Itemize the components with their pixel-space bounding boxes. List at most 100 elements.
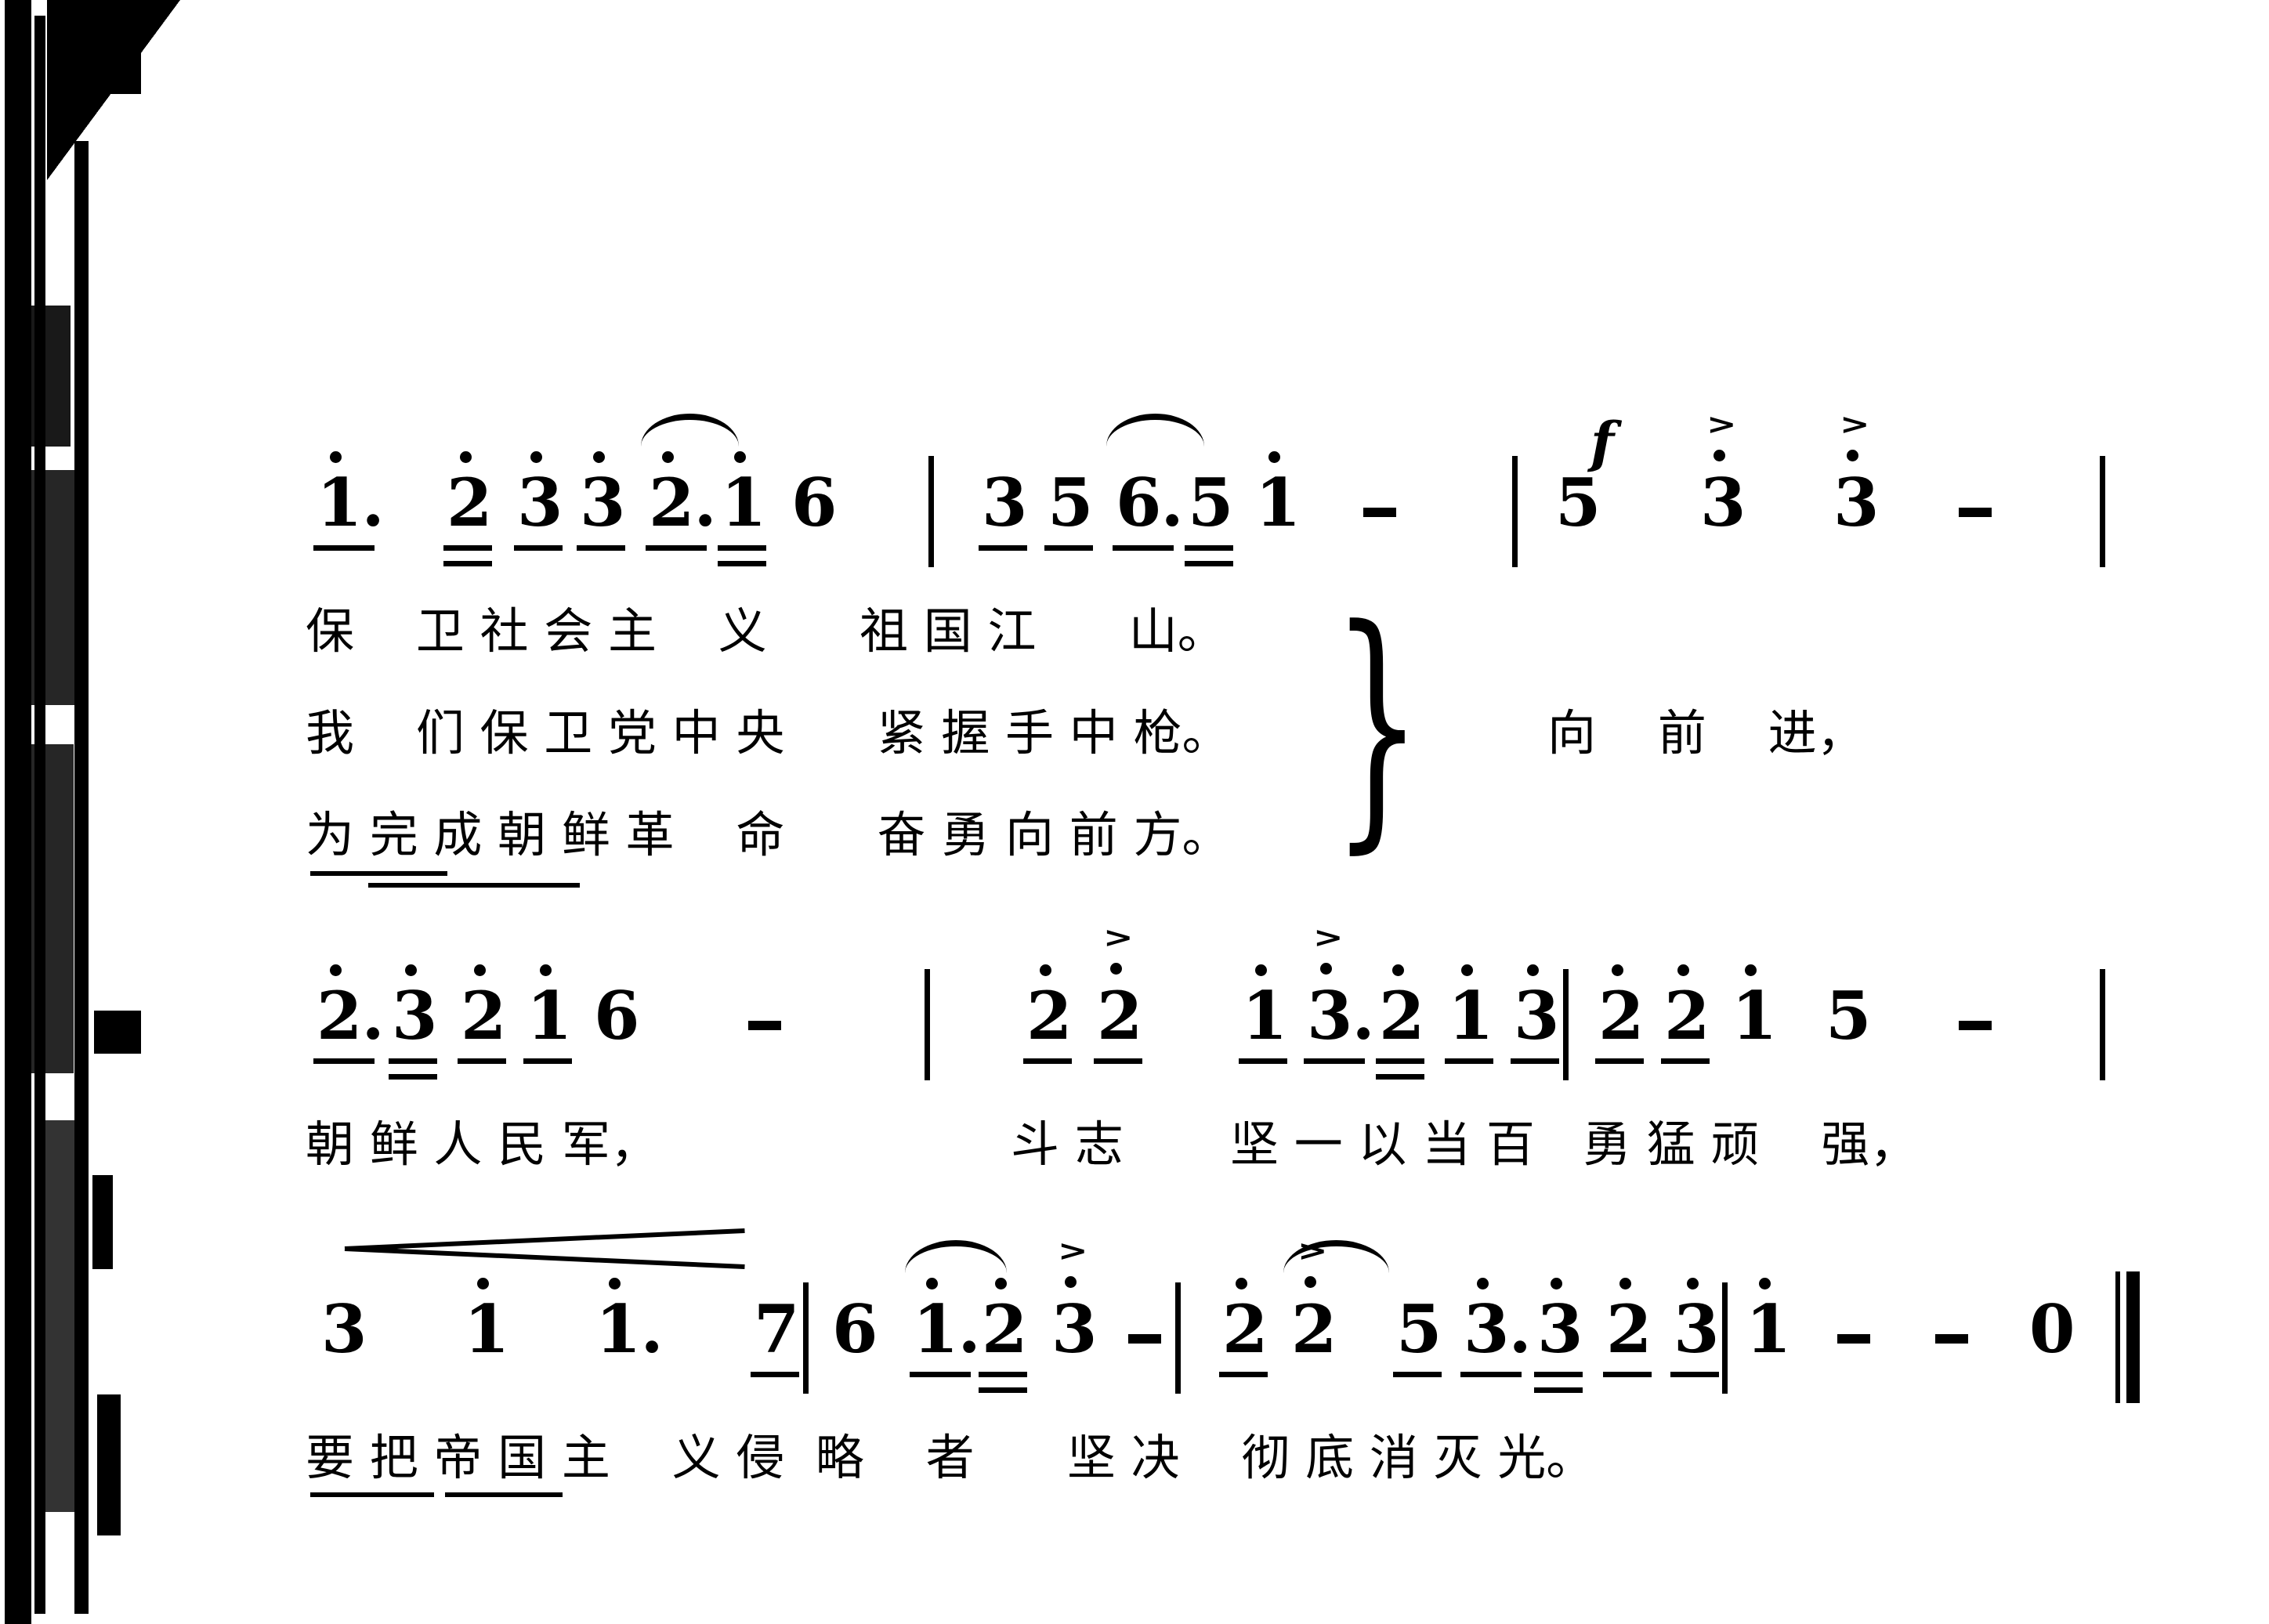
octave-dot-above (330, 451, 342, 463)
note-3: 3 (982, 464, 1027, 541)
sustain-dash (1128, 1334, 1161, 1344)
note-1: 1 (1746, 1290, 1791, 1368)
accent-mark: > (1103, 920, 1134, 954)
beam-line (979, 1387, 1027, 1393)
beam-line (1113, 545, 1174, 551)
barline (1563, 969, 1569, 1080)
beam-line (1603, 1372, 1652, 1377)
octave-dot-above (1065, 1276, 1077, 1288)
beam-line (1185, 561, 1233, 566)
beam-line (1393, 1372, 1442, 1377)
scan-bleed-block-b (31, 470, 74, 705)
note-6: 6 (832, 1290, 878, 1368)
beam-line (1534, 1372, 1583, 1377)
barline (2100, 456, 2105, 567)
note-1: 1. (317, 464, 385, 541)
beam-line (443, 561, 492, 566)
lyric-line: 勇 猛 顽 强， (1583, 1116, 1919, 1173)
beam-line (1304, 1058, 1365, 1064)
beam-line (523, 1058, 572, 1064)
beam-line (1239, 1058, 1287, 1064)
beam-line (458, 1058, 506, 1064)
beam-line (1023, 1058, 1072, 1064)
lyric-line: 向 前 进， (1547, 704, 1866, 761)
octave-dot-above (1759, 1278, 1771, 1289)
lyric-extension-line (445, 1492, 563, 1497)
lyric-line: 要 把 帝 国 主 义 侵 略 者 坚 决 彻 底 消 灭 光。 (306, 1429, 1595, 1486)
note-3: 3 (1537, 1290, 1583, 1368)
music-system-3 (0, 0, 2269, 1)
note-1: 1 (527, 977, 572, 1054)
scan-bleed-block-c (28, 744, 74, 1073)
lyric-line: 斗 志 (1011, 1116, 1124, 1173)
lyric-line: 我 们 保 卫 党 中 央 紧 握 手 中 枪。 (306, 704, 1231, 761)
note-1: 1 (721, 464, 766, 541)
beam-line (1595, 1058, 1644, 1064)
note-2: 2 (1379, 977, 1424, 1054)
octave-dot-above (477, 1278, 489, 1289)
octave-dot-above (734, 451, 746, 463)
beam-line (718, 545, 766, 551)
beam-line (1376, 1058, 1424, 1064)
scan-speck-4 (47, 47, 141, 94)
note-6: 6 (791, 464, 837, 541)
note-5: 5 (1048, 464, 1093, 541)
beam-line (313, 545, 375, 551)
sustain-dash (1959, 508, 1992, 517)
lyric-line: 朝 鲜 人 民 军， (306, 1116, 659, 1173)
hairpin-lower-arm (344, 1246, 745, 1269)
slur-arc (1283, 1240, 1389, 1273)
lyric-line: 保 卫 社 会 主 义 祖 国 江 山。 (306, 602, 1226, 660)
octave-dot-above (1255, 964, 1267, 976)
scan-gutter-artifact (0, 0, 180, 1624)
lyric-extension-line (368, 883, 580, 888)
octave-dot-above (1305, 1276, 1316, 1288)
note-2: 2 (1664, 977, 1710, 1054)
octave-dot-above (1320, 963, 1332, 975)
note-2: 2 (1598, 977, 1644, 1054)
note-3: 3 (1674, 1290, 1719, 1368)
note-3: 3 (1514, 977, 1559, 1054)
beam-line (1094, 1058, 1142, 1064)
scan-edge-band-3 (74, 141, 89, 1614)
octave-dot-above (1392, 964, 1404, 976)
dynamic-forte: f (1590, 410, 1615, 475)
beam-line (514, 545, 563, 551)
scan-bleed-block-a (24, 306, 71, 447)
scan-edge-band (5, 0, 31, 1624)
note-1: 1 (1242, 977, 1287, 1054)
octave-dot-above (593, 451, 605, 463)
octave-dot-above (926, 1278, 938, 1289)
note-3: 3. (1307, 977, 1375, 1054)
scan-speck-2 (92, 1175, 113, 1269)
octave-dot-above (1714, 450, 1725, 461)
barline (1175, 1282, 1181, 1394)
beam-line (1661, 1058, 1710, 1064)
note-2: 2 (447, 464, 492, 541)
beam-line (979, 545, 1027, 551)
beam-line (910, 1372, 971, 1377)
beam-line (577, 545, 625, 551)
final-barline (2115, 1271, 2142, 1403)
slur-arc (1106, 414, 1204, 447)
verse-grouping-brace: } (1332, 574, 1423, 875)
note-5: 5 (1826, 977, 1871, 1054)
note-1: 1 (464, 1290, 509, 1368)
octave-dot-above (1687, 1278, 1699, 1289)
note-2: 2. (317, 977, 385, 1054)
note-2: 2 (1291, 1290, 1337, 1368)
octave-dot-above (405, 964, 417, 976)
octave-dot-above (1110, 963, 1122, 975)
octave-dot-above (995, 1278, 1007, 1289)
beam-line (1044, 545, 1093, 551)
note-7: 7 (754, 1290, 799, 1368)
note-3: 3 (321, 1290, 367, 1368)
beam-line (1376, 1074, 1424, 1080)
note-3: 3 (1051, 1290, 1097, 1368)
beam-line (1534, 1387, 1583, 1393)
lyric-extension-line (310, 871, 447, 876)
sustain-dash (1363, 508, 1396, 517)
barline (1512, 456, 1518, 567)
beam-line (718, 561, 766, 566)
